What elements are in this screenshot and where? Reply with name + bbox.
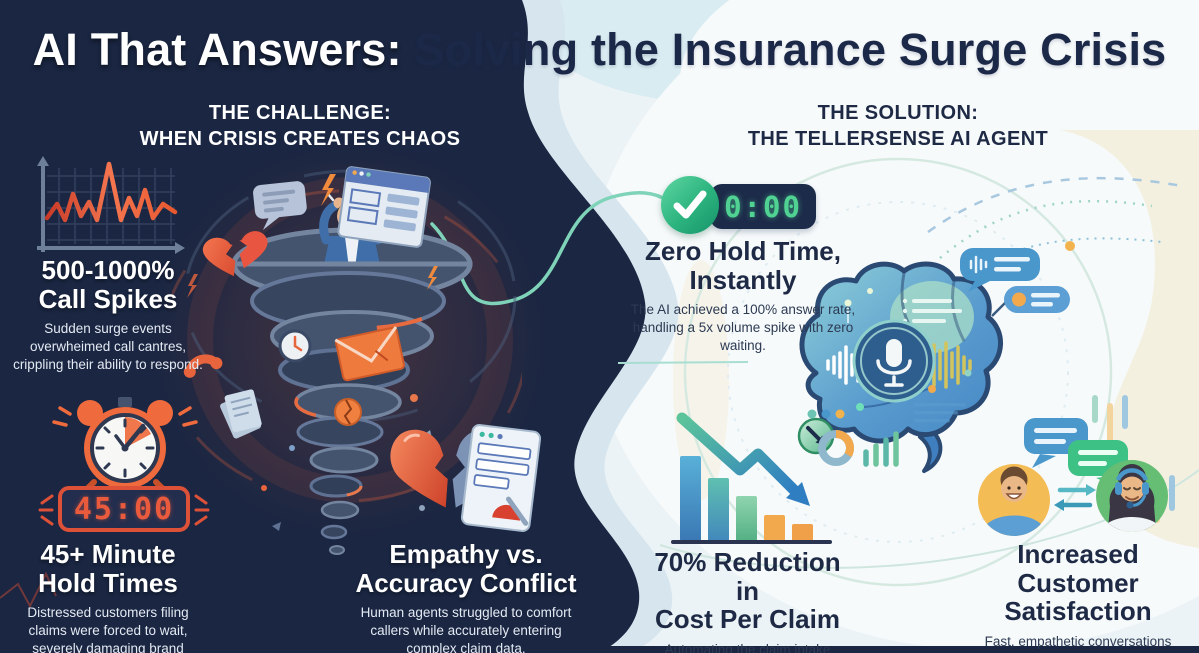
hold-times-title: 45+ Minute Hold Times xyxy=(38,539,178,598)
title-part-challenge: AI That Answers: xyxy=(32,24,402,75)
stat-call-spikes: 500-1000% Call Spikes Sudden surge event… xyxy=(12,256,204,374)
solution-heading: THE SOLUTION: THE TELLERSENSE AI AGENT xyxy=(686,100,1110,152)
stat-cost-reduction: 70% Reduction in Cost Per Claim Automati… xyxy=(640,548,855,653)
donut-chart-icon xyxy=(818,430,854,466)
hold-time-clock-value: 45:00 xyxy=(73,491,175,527)
broken-heart-icon xyxy=(202,231,268,277)
headset-icon xyxy=(1115,468,1149,509)
tornado-chaos-illustration xyxy=(172,166,522,555)
lightning-icon xyxy=(187,274,198,298)
mini-analytics-icons xyxy=(807,409,899,467)
empathy-body: Human agents struggled to comfort caller… xyxy=(360,605,572,653)
stat-empathy-conflict: Empathy vs. Accuracy Conflict Human agen… xyxy=(352,540,580,653)
small-clock-icon xyxy=(278,329,312,363)
mini-bar-chart-icon xyxy=(863,431,899,467)
customer-satisfaction-illustration xyxy=(978,418,1168,536)
speech-bubble-icon xyxy=(253,181,307,230)
cost-title: 70% Reduction in Cost Per Claim xyxy=(654,547,841,635)
call-spike-chart-icon xyxy=(37,156,185,254)
papers-icon xyxy=(220,389,262,439)
cost-body: Automating the claim intake process dram… xyxy=(664,641,831,653)
call-spikes-body: Sudden surge events overwheimed call can… xyxy=(13,321,203,372)
solution-heading-line2: THE TELLERSENSE AI AGENT xyxy=(747,128,1049,150)
lightning-icon xyxy=(427,266,438,290)
solution-heading-line1: THE SOLUTION: xyxy=(817,102,979,124)
zero-hold-timer-display: 0:00 xyxy=(710,184,816,229)
hold-times-body: Distressed customers filing claims were … xyxy=(27,605,189,653)
voice-chat-bubble-icon xyxy=(960,248,1040,292)
agent-avatar xyxy=(1096,460,1168,532)
zero-hold-title: Zero Hold Time, Instantly xyxy=(645,236,841,295)
satisfaction-body: Fast, empathetic conversations reseived … xyxy=(978,633,1178,653)
envelope-icon xyxy=(334,326,405,382)
clock-vibration-left-icon xyxy=(38,494,54,526)
stat-satisfaction: Increased Customer Satisfaction Fast, em… xyxy=(962,540,1194,653)
check-icon xyxy=(661,176,719,234)
title-part-solution: Solving the Insurance Surge Crisis xyxy=(401,24,1167,75)
exchange-arrows-icon xyxy=(1054,484,1096,511)
hold-time-clock-display: 45:00 xyxy=(58,486,190,532)
challenge-heading: THE CHALLENGE: WHEN CRISIS CREATES CHAOS xyxy=(88,100,512,152)
alarm-clock-icon xyxy=(52,397,198,499)
cracked-clock-icon xyxy=(334,398,362,426)
call-spikes-title: 500-1000% Call Spikes xyxy=(38,255,178,314)
customer-avatar xyxy=(978,464,1050,536)
page-title: AI That Answers: Solving the Insurance S… xyxy=(0,24,1199,76)
microphone-icon xyxy=(876,339,912,387)
stat-hold-times: 45+ Minute Hold Times Distressed custome… xyxy=(10,540,206,653)
challenge-heading-line1: THE CHALLENGE: xyxy=(208,102,392,124)
ai-brain-illustration xyxy=(799,261,1003,473)
empathy-title: Empathy vs. Accuracy Conflict xyxy=(355,539,577,598)
clock-vibration-right-icon xyxy=(194,494,210,526)
lightning-icon xyxy=(321,174,336,206)
stat-zero-hold: Zero Hold Time, Instantly The AI achieve… xyxy=(630,237,856,355)
claim-form-card-icon xyxy=(460,424,542,532)
claim-form-window-icon xyxy=(337,166,431,248)
zero-hold-body: The AI achieved a 100% answer rate, hand… xyxy=(630,302,856,353)
notification-pill-icon xyxy=(991,286,1070,317)
challenge-heading-line2: WHEN CRISIS CREATES CHAOS xyxy=(139,128,461,150)
broken-heart-form-icon xyxy=(390,424,542,532)
zero-hold-timer-value: 0:00 xyxy=(724,189,802,224)
satisfaction-title: Increased Customer Satisfaction xyxy=(1004,539,1152,627)
phone-icon xyxy=(183,354,223,378)
